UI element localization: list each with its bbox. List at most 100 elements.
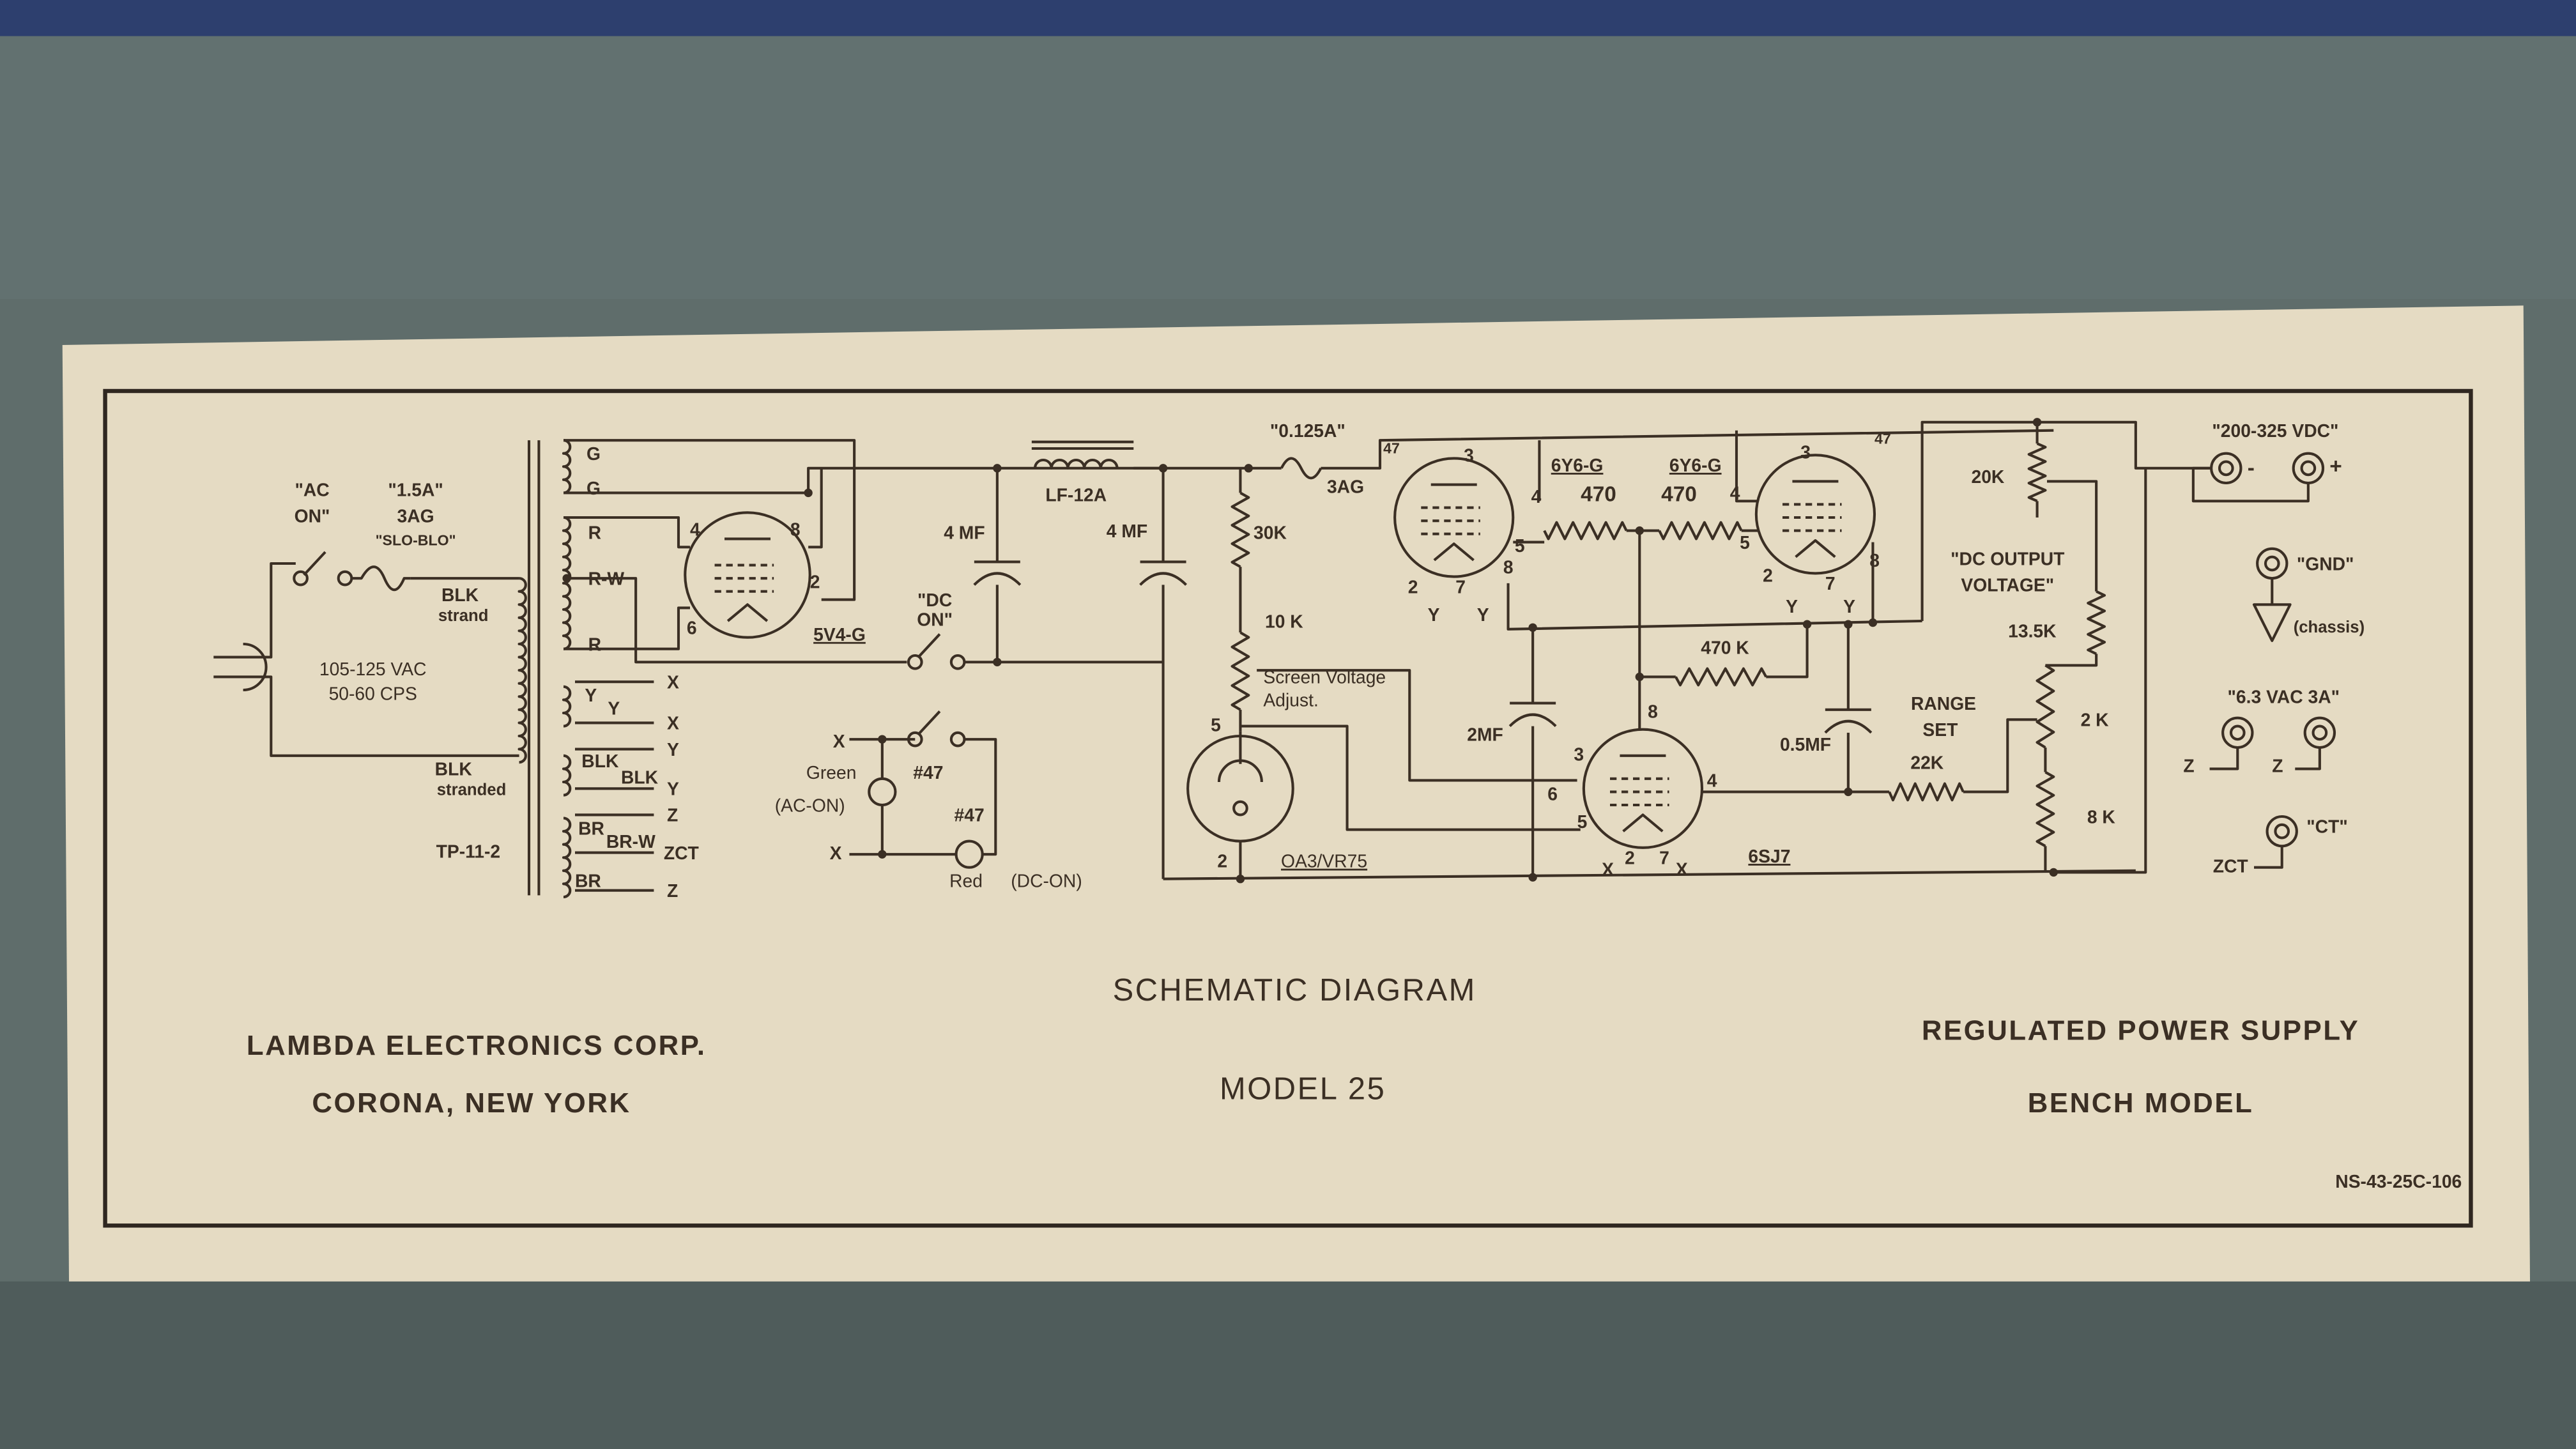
wire bbox=[2254, 846, 2283, 869]
pin-label: 8 bbox=[790, 519, 801, 539]
blk-stranded-label: BLK bbox=[435, 759, 473, 779]
case-bottom bbox=[0, 1281, 2576, 1449]
pin-label: 5 bbox=[1577, 811, 1588, 832]
lead-rw: R-W bbox=[588, 568, 625, 588]
product-type: BENCH MODEL bbox=[2028, 1087, 2254, 1119]
capacitor-plate bbox=[1824, 719, 1873, 734]
output-terminal bbox=[2264, 555, 2280, 572]
heater-label: Y bbox=[1428, 604, 1440, 625]
lamp-x1: X bbox=[833, 731, 845, 751]
choke-coil bbox=[1033, 458, 1119, 470]
pin-label: 7 bbox=[1825, 573, 1836, 594]
ct-terminal-label: "CT" bbox=[2306, 816, 2347, 837]
wire bbox=[1963, 718, 2037, 793]
amp-tube-label: 6SJ7 bbox=[1748, 846, 1790, 866]
input-voltage: 105-125 VAC bbox=[319, 659, 427, 679]
pin-label: 8 bbox=[1648, 702, 1658, 722]
junction-dot bbox=[804, 488, 813, 498]
dc-output-label: "DC OUTPUT bbox=[1951, 549, 2064, 569]
lead-out: Y bbox=[667, 779, 679, 799]
capacitor-plate bbox=[973, 572, 1022, 586]
resistor bbox=[2035, 770, 2055, 848]
pin-label: 6 bbox=[687, 618, 697, 638]
lead-y2: Y bbox=[608, 698, 620, 719]
transformer-label: TP-11-2 bbox=[436, 841, 501, 861]
dc-switch bbox=[917, 633, 941, 658]
plus-terminal-label: + bbox=[2329, 455, 2342, 479]
resistor bbox=[1675, 667, 1768, 687]
wire bbox=[1240, 724, 1581, 831]
lead-brw: BR-W bbox=[606, 831, 656, 852]
pin-label: 7 bbox=[1455, 576, 1466, 597]
blanket bbox=[0, 0, 2576, 36]
green-lamp-label: Green bbox=[806, 762, 857, 783]
tube-a-label: 6Y6-G bbox=[1551, 455, 1604, 475]
r47a-label: 47 bbox=[1383, 440, 1400, 457]
r470a-label: 470 bbox=[1581, 482, 1616, 506]
switch-contact bbox=[907, 654, 923, 670]
red-lamp-function: (DC-ON) bbox=[1011, 871, 1082, 891]
wire bbox=[1321, 429, 2054, 470]
junction-dot bbox=[1244, 464, 1253, 473]
resistor bbox=[2087, 590, 2106, 656]
coil bbox=[562, 685, 572, 728]
screen-voltage-label-2: Adjust. bbox=[1263, 690, 1318, 710]
model-number: MODEL 25 bbox=[1220, 1071, 1386, 1106]
blk-stranded-label-2: stranded bbox=[437, 781, 507, 799]
lead-br1: BR bbox=[578, 818, 604, 838]
resistor bbox=[2035, 664, 2055, 749]
ac-switch bbox=[303, 551, 326, 576]
resistor bbox=[1230, 491, 1250, 568]
wire bbox=[564, 466, 1163, 494]
red-lamp-label: Red bbox=[949, 871, 983, 891]
lead-out: Z bbox=[667, 880, 678, 901]
lead-out: ZCT bbox=[664, 843, 699, 863]
wire bbox=[1257, 669, 1577, 782]
wire bbox=[1163, 869, 2136, 880]
output-terminal bbox=[2300, 460, 2317, 477]
lead-r1: R bbox=[588, 522, 601, 542]
heater-label: Y bbox=[1786, 596, 1798, 617]
wire bbox=[2191, 466, 2310, 503]
coil bbox=[562, 439, 572, 494]
green-lamp-function: (AC-ON) bbox=[775, 795, 845, 815]
vacuum-tube bbox=[1393, 457, 1515, 578]
resistor bbox=[1658, 521, 1743, 540]
output-terminal bbox=[2218, 460, 2234, 477]
vacuum-tube bbox=[1582, 728, 1704, 849]
coil bbox=[562, 816, 572, 899]
wire bbox=[2209, 747, 2239, 770]
heater-label: X bbox=[1602, 859, 1614, 880]
dc-switch-label-2: ON" bbox=[917, 610, 953, 630]
output-terminal bbox=[2274, 823, 2290, 839]
pin-label: 2 bbox=[1763, 565, 1773, 585]
ac-plug bbox=[243, 642, 268, 692]
resistor bbox=[1888, 782, 1965, 802]
tube-heater bbox=[1795, 539, 1836, 558]
rectifier-tube-label: 5V4-G bbox=[813, 624, 866, 645]
pin-label: 7 bbox=[1659, 848, 1669, 868]
wire bbox=[2047, 480, 2098, 592]
wire bbox=[1766, 627, 1809, 678]
wire bbox=[1920, 420, 2210, 622]
chassis-ground-symbol bbox=[2252, 603, 2292, 642]
wire bbox=[964, 738, 997, 856]
z-label: Z bbox=[2183, 756, 2194, 776]
lead-out: X bbox=[667, 713, 679, 733]
pin-label: 8 bbox=[1869, 550, 1880, 571]
label-card bbox=[62, 305, 2530, 1282]
c05mf-label: 0.5MF bbox=[1780, 734, 1831, 755]
heater-label: X bbox=[1676, 859, 1688, 880]
coil bbox=[562, 516, 572, 650]
output-voltage-label: "200-325 VDC" bbox=[2212, 420, 2338, 441]
r10k-label: 10 K bbox=[1265, 611, 1303, 631]
lead-blk1: BLK bbox=[581, 751, 619, 771]
tube-heater bbox=[726, 603, 769, 622]
pin-label: 2 bbox=[1408, 576, 1418, 597]
dc-switch-label: "DC bbox=[917, 590, 952, 610]
pin-label: 8 bbox=[1503, 556, 1514, 577]
capacitor-plate bbox=[1139, 572, 1188, 586]
green-lamp-number: #47 bbox=[913, 762, 943, 783]
junction-dot bbox=[1844, 787, 1853, 797]
